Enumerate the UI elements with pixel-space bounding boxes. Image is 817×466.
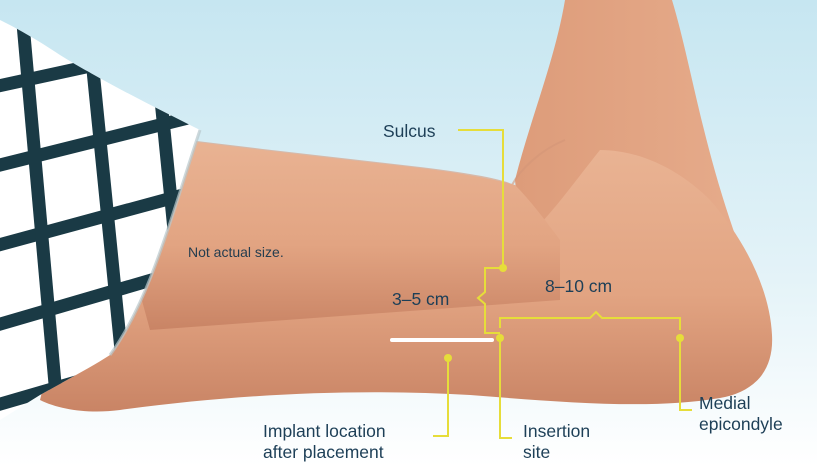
label-range-3-5cm: 3–5 cm — [392, 289, 449, 309]
label-insertion-site: Insertion site — [523, 421, 590, 463]
label-implant-line1: Implant location — [263, 421, 386, 442]
label-sulcus: Sulcus — [383, 121, 436, 141]
label-range-8-10cm: 8–10 cm — [545, 276, 612, 296]
label-medial-line1: Medial — [699, 393, 783, 414]
label-medial-line2: epicondyle — [699, 414, 783, 435]
label-medial-epicondyle: Medial epicondyle — [699, 393, 783, 435]
label-insertion-line1: Insertion — [523, 421, 590, 442]
label-implant-location: Implant location after placement — [263, 421, 386, 463]
note-not-actual-size: Not actual size. — [188, 244, 284, 260]
label-implant-line2: after placement — [263, 442, 386, 463]
label-insertion-line2: site — [523, 442, 590, 463]
